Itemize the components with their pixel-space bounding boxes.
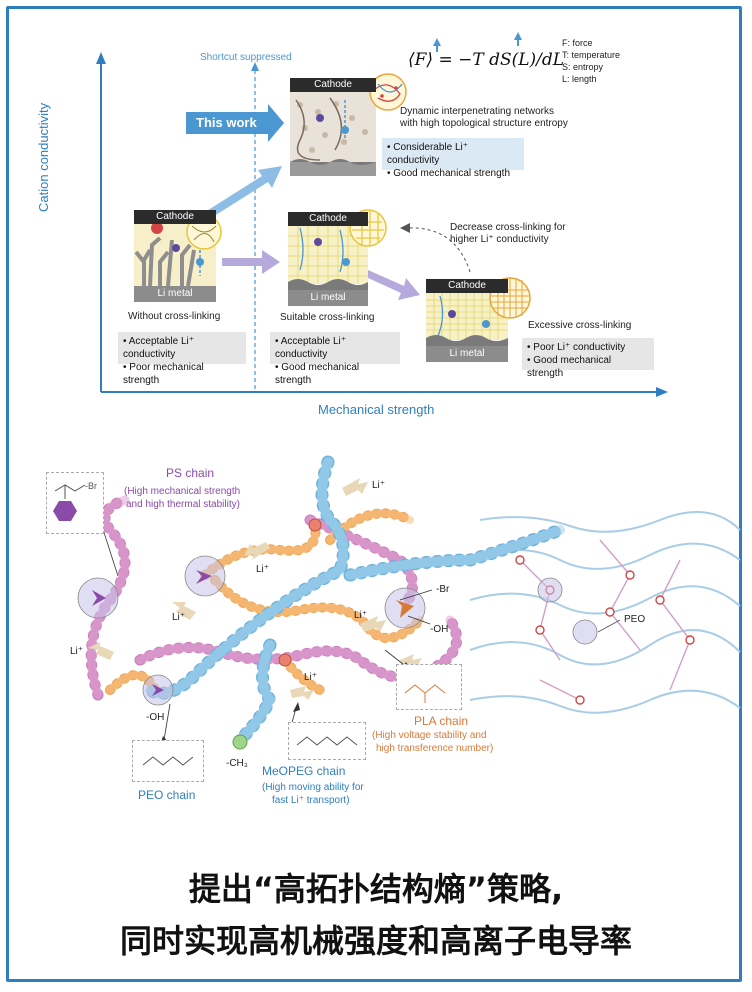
li-arrows [88,478,422,700]
meopeg-structure [288,722,366,760]
ps-br-label: -Br [85,481,97,491]
pla-desc-line-1: (High voltage stability and [372,730,487,741]
pla-chain-label: PLA chain [414,714,469,728]
li-metal-suitable: Li metal [288,290,368,306]
polymer-network-graphics [77,455,741,750]
peo-structure [132,740,204,782]
pla-desc-line-2: high transference number) [376,743,494,754]
suitable-label: Suitable cross-linking [280,312,375,323]
dynamic-line-2: with high topological structure entropy [400,118,568,129]
formula-up-arrows [433,32,522,52]
entropy-formula: ⟨F⟩ = −T dS(L)/dL [408,50,565,70]
excessive-properties: • Poor Li⁺ conductivity • Good mechanica… [522,338,654,379]
oh-label-left: -OH [146,712,165,723]
this-work-cell [290,73,407,176]
legend-entropy: S: entropy [562,62,604,72]
this-work-properties: • Considerable Li⁺ conductivity • Good m… [382,138,524,179]
junction-4 [142,674,174,706]
ps-structure-icon [53,484,86,521]
title-line-1: 提出“高拓扑结构熵”策略, [188,870,564,908]
cathode-label-suitable: Cathode [288,212,368,226]
shortcut-arrow [251,62,259,71]
outer-frame [6,6,742,982]
peo-highlight-1 [537,577,563,603]
li-label-6: Li⁺ [304,672,318,683]
suitable-prop-1: • Acceptable Li⁺ conductivity [275,336,347,360]
meopeg-structure-icon [296,736,358,746]
li-label-4: Li⁺ [70,646,84,657]
title-line-2: 同时实现高机械强度和高离子电导率 [119,922,632,960]
dynamic-line-1: Dynamic interpenetrating networks [400,106,554,117]
ps-desc-line-1: (High mechanical strength [124,486,241,497]
this-work-prop-1: • Considerable Li⁺ conductivity [387,142,469,166]
ch3-label: -CH₃ [226,758,248,769]
li-label-3: Li⁺ [172,612,186,623]
arrow-to-suitable [222,250,280,274]
peo-chain-label: PEO chain [138,788,196,802]
li-label-5: Li⁺ [354,610,368,621]
pla-structure [396,664,462,710]
excessive-prop-1: • Poor Li⁺ conductivity [527,342,626,353]
decrease-line-1: Decrease cross-linking for [450,222,566,233]
legend-length: L: length [562,74,597,84]
pla-structure-icon [404,684,446,703]
ps-chain-label: PS chain [166,466,215,480]
suitable-prop-2: • Good mechanical strength [275,362,360,386]
decrease-arrow [404,227,471,273]
cathode-label-without: Cathode [134,210,216,224]
ps-desc-line-2: and high thermal stability) [126,499,240,510]
junction-2 [184,555,226,597]
this-work-prop-2: • Good mechanical strength [387,168,511,179]
br-label: -Br [436,584,450,595]
arrow-to-excessive [366,270,420,300]
peo-structure-icon [142,756,194,766]
peo-label: PEO [624,614,646,625]
li-metal-without: Li metal [134,286,216,302]
junction-3 [384,587,426,629]
oh-label-right: -OH [430,624,449,635]
ps-structure: -Br [46,472,104,534]
peo-crosslinks [519,539,691,701]
arrow-to-this-work [205,166,282,218]
without-properties: • Acceptable Li⁺ conductivity • Poor mec… [118,332,246,386]
li-label-2: Li⁺ [256,564,270,575]
without-prop-2: • Poor mechanical strength [123,362,204,386]
meopeg-desc-line-1: (High moving ability for [262,782,364,793]
junction-1 [77,577,119,619]
without-label: Without cross-linking [128,311,221,322]
excessive-label: Excessive cross-linking [528,320,632,331]
li-label-1: Li⁺ [372,480,386,491]
excessive-prop-2: • Good mechanical strength [527,355,612,379]
cathode-label-this-work: Cathode [290,78,376,92]
x-axis-label: Mechanical strength [318,402,435,417]
shortcut-label: Shortcut suppressed [200,52,292,63]
ch3-end-bead [232,734,248,750]
suitable-properties: • Acceptable Li⁺ conductivity • Good mec… [270,332,400,386]
y-axis-arrow [96,52,106,64]
this-work-label: This work [186,112,268,134]
meopeg-desc-line-2: fast Li⁺ transport) [272,795,350,806]
x-axis-arrow [656,387,668,397]
legend-force: F: force [562,38,593,48]
li-metal-excessive: Li metal [426,346,508,362]
suitable-cell [288,209,387,292]
cathode-label-excessive: Cathode [426,279,508,293]
peo-highlight-2 [572,619,598,645]
without-prop-1: • Acceptable Li⁺ conductivity [123,336,195,360]
meopeg-chain-label: MeOPEG chain [262,764,346,778]
decrease-line-2: higher Li⁺ conductivity [450,234,549,245]
legend-temperature: T: temperature [562,50,621,60]
